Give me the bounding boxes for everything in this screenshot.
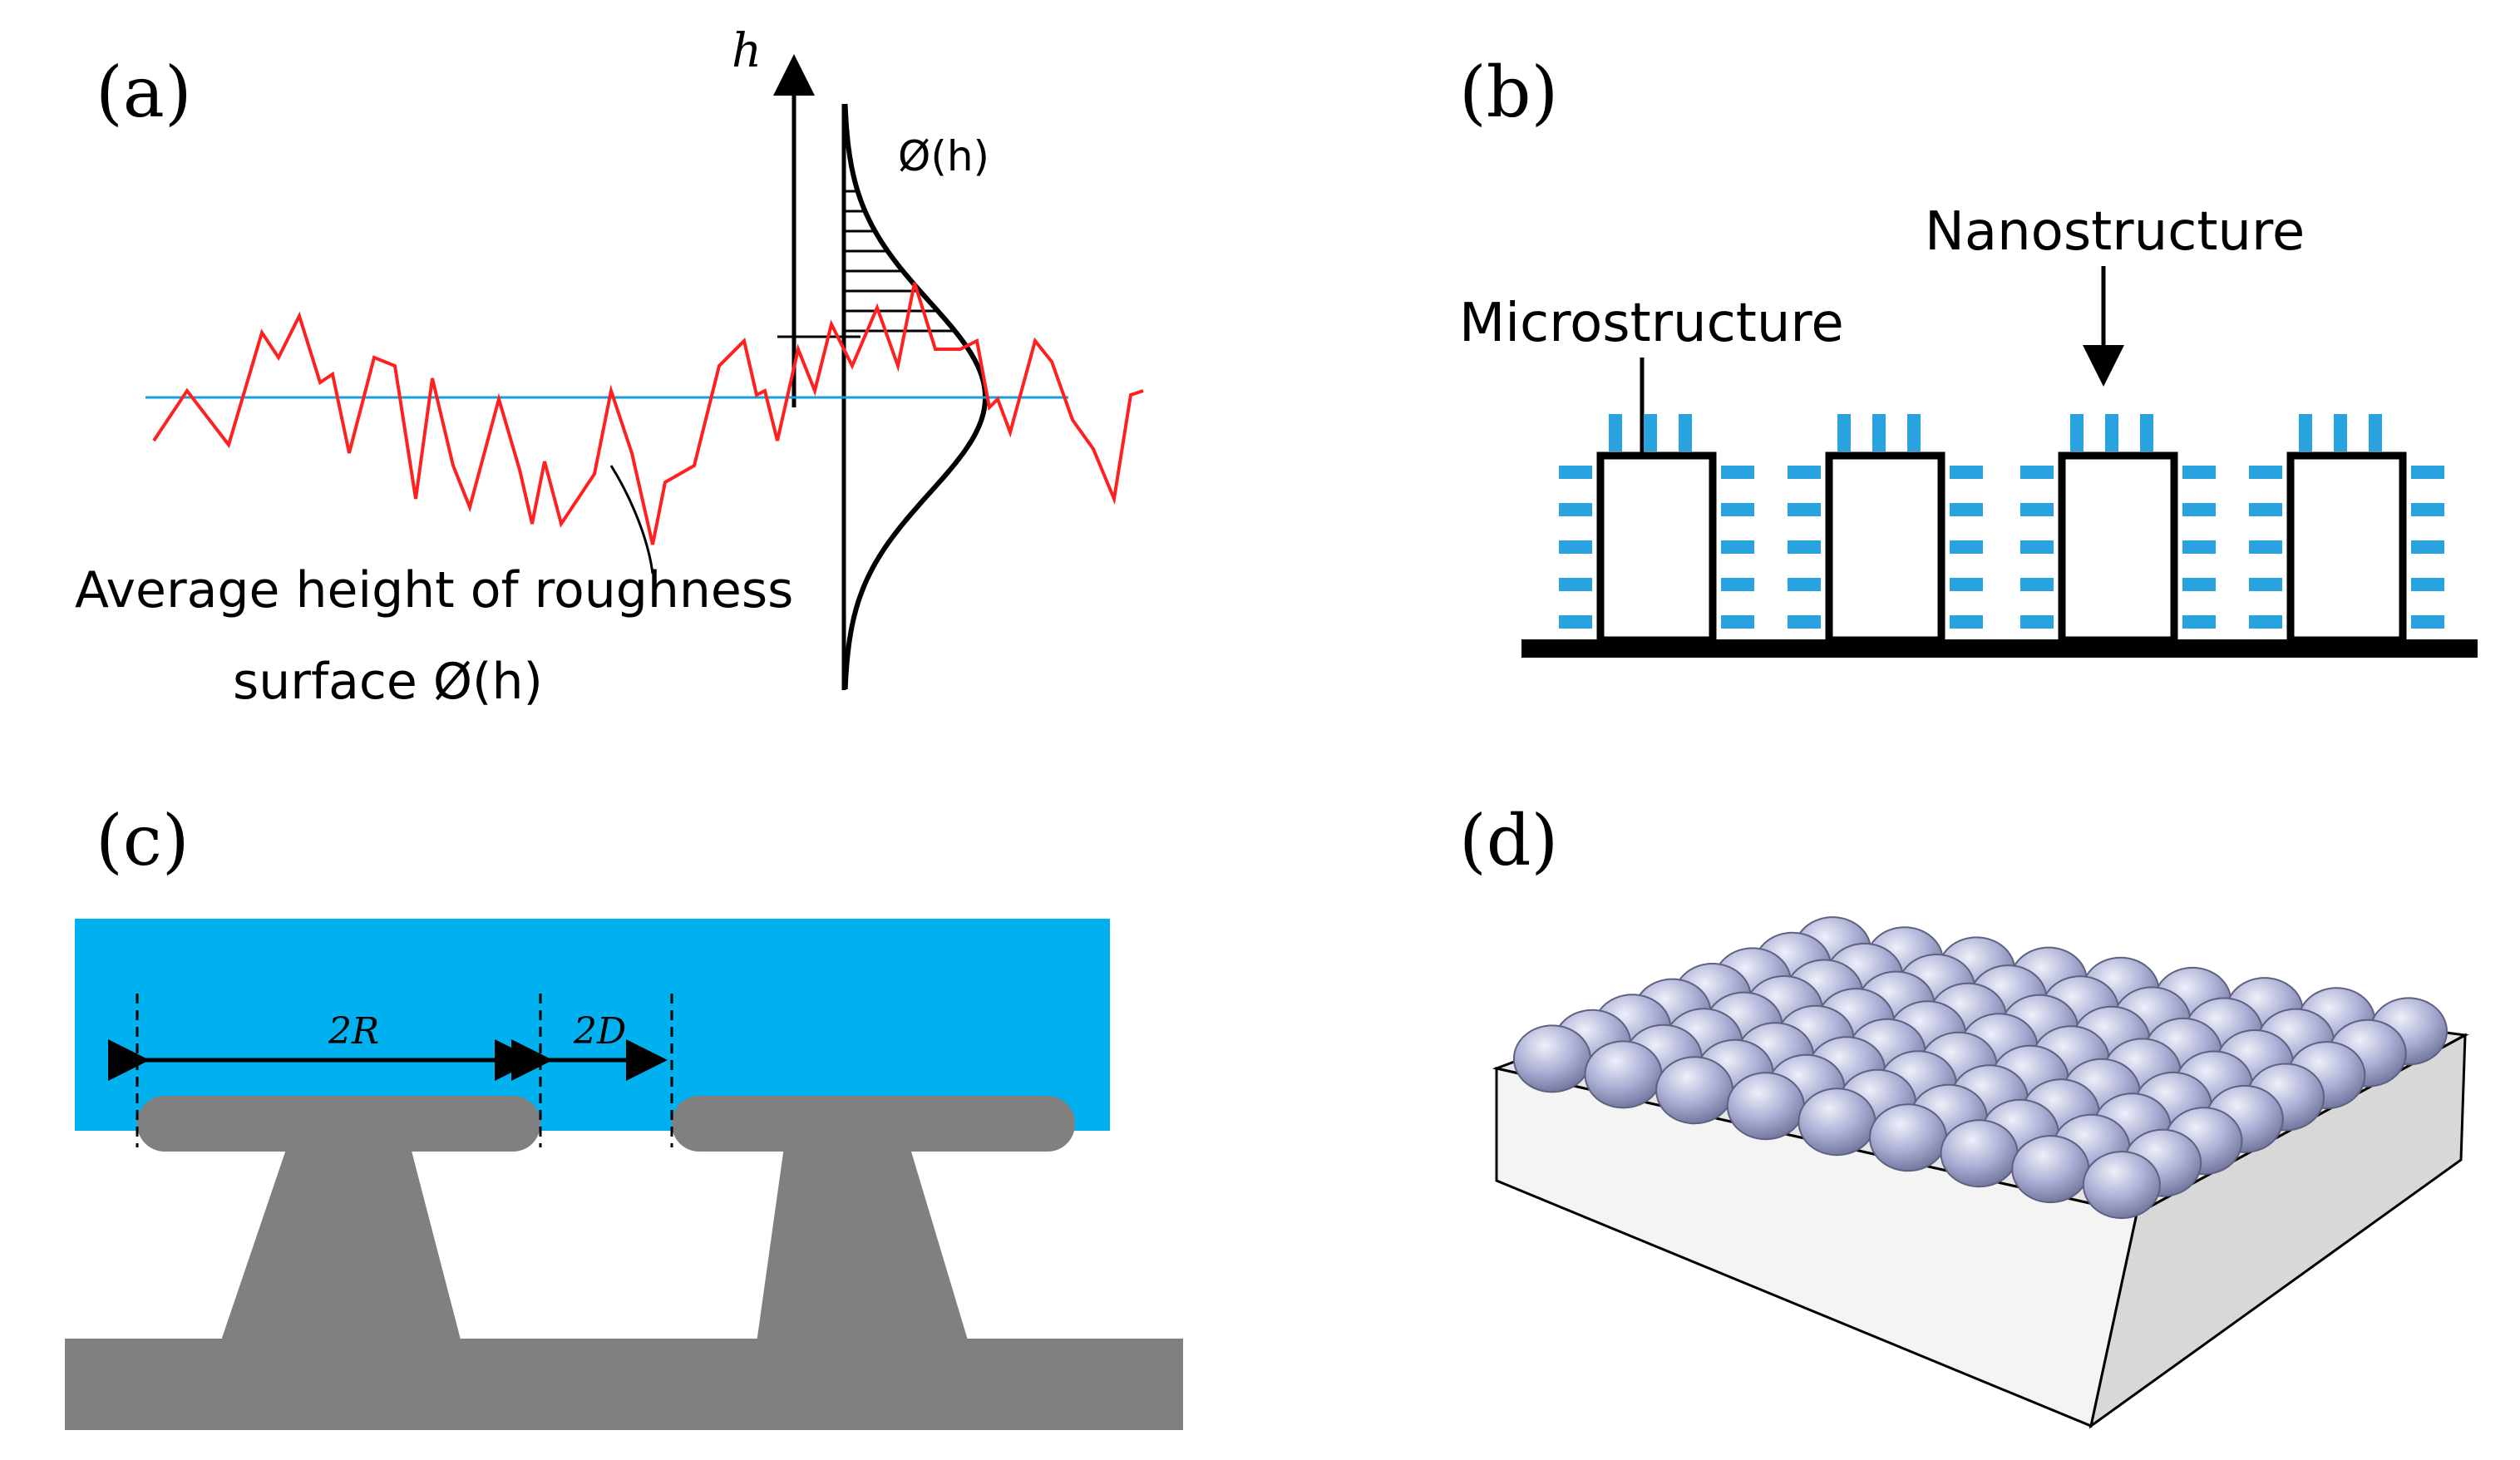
- micro-pillars: [1559, 414, 2444, 644]
- nano-side-feature: [1559, 578, 1592, 591]
- right-pillar-stem: [757, 1135, 969, 1343]
- nano-side-feature: [2249, 503, 2282, 516]
- nano-side-feature: [1559, 503, 1592, 516]
- nano-side-feature: [1950, 540, 1983, 554]
- liquid-layer: [75, 919, 1110, 1131]
- nano-side-feature: [2411, 578, 2444, 591]
- nano-side-feature: [1721, 503, 1754, 516]
- nano-top-feature: [1679, 414, 1692, 451]
- nano-top-feature: [1872, 414, 1886, 451]
- nano-top-feature: [1837, 414, 1851, 451]
- hemisphere-array: [1512, 916, 2448, 1220]
- hemisphere: [1726, 1072, 1805, 1141]
- nano-side-feature: [2411, 615, 2444, 629]
- nano-side-feature: [1721, 540, 1754, 554]
- nano-side-feature: [2020, 615, 2054, 629]
- dim-2r-label: 2R: [328, 1010, 379, 1053]
- panel-c-letter: (c): [96, 800, 190, 881]
- callout-line1: Average height of roughness: [75, 561, 793, 619]
- nano-top-feature: [2334, 414, 2347, 451]
- panel-d: (d): [1459, 800, 2469, 1429]
- callout-line2: surface Ø(h): [233, 653, 543, 711]
- hemisphere: [2011, 1135, 2090, 1204]
- nano-side-feature: [2182, 540, 2216, 554]
- hemisphere: [1584, 1040, 1663, 1109]
- microstructure-label: Microstructure: [1459, 293, 1844, 354]
- nano-side-feature: [1788, 540, 1821, 554]
- panel-c: (c) 2R 2D: [65, 800, 1183, 1430]
- hemisphere: [1869, 1103, 1947, 1172]
- nano-top-feature: [2105, 414, 2118, 451]
- nano-side-feature: [1950, 578, 1983, 591]
- nano-side-feature: [2411, 503, 2444, 516]
- nano-top-feature: [1644, 414, 1657, 451]
- callout-leader: [609, 465, 654, 575]
- nano-side-feature: [2020, 466, 2054, 479]
- panel-a: (a) h Ø(h) Average height of roughness s…: [75, 24, 1144, 711]
- left-pillar-stem: [220, 1135, 461, 1343]
- nano-top-feature: [2369, 414, 2382, 451]
- nano-side-feature: [1721, 615, 1754, 629]
- nano-side-feature: [2182, 466, 2216, 479]
- nano-side-feature: [1788, 578, 1821, 591]
- nano-side-feature: [1559, 615, 1592, 629]
- nano-top-feature: [2140, 414, 2153, 451]
- nano-side-feature: [1950, 503, 1983, 516]
- nano-side-feature: [1559, 540, 1592, 554]
- nano-side-feature: [1788, 503, 1821, 516]
- nano-side-feature: [1721, 466, 1754, 479]
- h-axis-label: h: [732, 24, 762, 78]
- nano-top-feature: [2070, 414, 2084, 451]
- left-pillar-cap: [137, 1096, 540, 1152]
- panel-a-letter: (a): [96, 52, 192, 133]
- nano-side-feature: [2249, 578, 2282, 591]
- nano-side-feature: [2249, 615, 2282, 629]
- nano-side-feature: [2411, 540, 2444, 554]
- nano-side-feature: [1950, 466, 1983, 479]
- micro-pillar: [2058, 451, 2178, 644]
- c-substrate: [65, 1339, 1183, 1430]
- micro-pillar: [1825, 451, 1945, 644]
- right-pillar-cap: [672, 1096, 1075, 1152]
- hemisphere: [1940, 1119, 2019, 1188]
- micro-pillar: [2286, 451, 2407, 644]
- panel-b-letter: (b): [1459, 52, 1558, 133]
- panel-d-letter: (d): [1459, 800, 1558, 881]
- dim-2d-label: 2D: [573, 1010, 626, 1053]
- nano-side-feature: [2182, 615, 2216, 629]
- micro-pillar: [1596, 451, 1717, 644]
- nano-top-feature: [2299, 414, 2312, 451]
- panel-b: (b) Nanostructure Microstructure: [1459, 52, 2478, 658]
- nano-side-feature: [2411, 466, 2444, 479]
- nano-side-feature: [2020, 578, 2054, 591]
- nano-side-feature: [2020, 503, 2054, 516]
- roughness-profile: [152, 282, 1144, 545]
- nano-top-feature: [1907, 414, 1921, 451]
- nano-side-feature: [1721, 578, 1754, 591]
- nano-side-feature: [1950, 615, 1983, 629]
- nano-side-feature: [2020, 540, 2054, 554]
- nano-side-feature: [2249, 540, 2282, 554]
- nano-side-feature: [1788, 615, 1821, 629]
- nanostructure-label: Nanostructure: [1925, 201, 2305, 263]
- nano-side-feature: [1788, 466, 1821, 479]
- nano-side-feature: [2182, 503, 2216, 516]
- nano-side-feature: [2249, 466, 2282, 479]
- hemisphere: [1512, 1024, 1591, 1093]
- nano-side-feature: [1559, 466, 1592, 479]
- hemisphere: [2082, 1151, 2161, 1220]
- hemisphere: [1798, 1088, 1876, 1157]
- hemisphere: [1655, 1056, 1734, 1125]
- nano-side-feature: [2182, 578, 2216, 591]
- distribution-label: Ø(h): [898, 132, 989, 180]
- nano-top-feature: [1609, 414, 1622, 451]
